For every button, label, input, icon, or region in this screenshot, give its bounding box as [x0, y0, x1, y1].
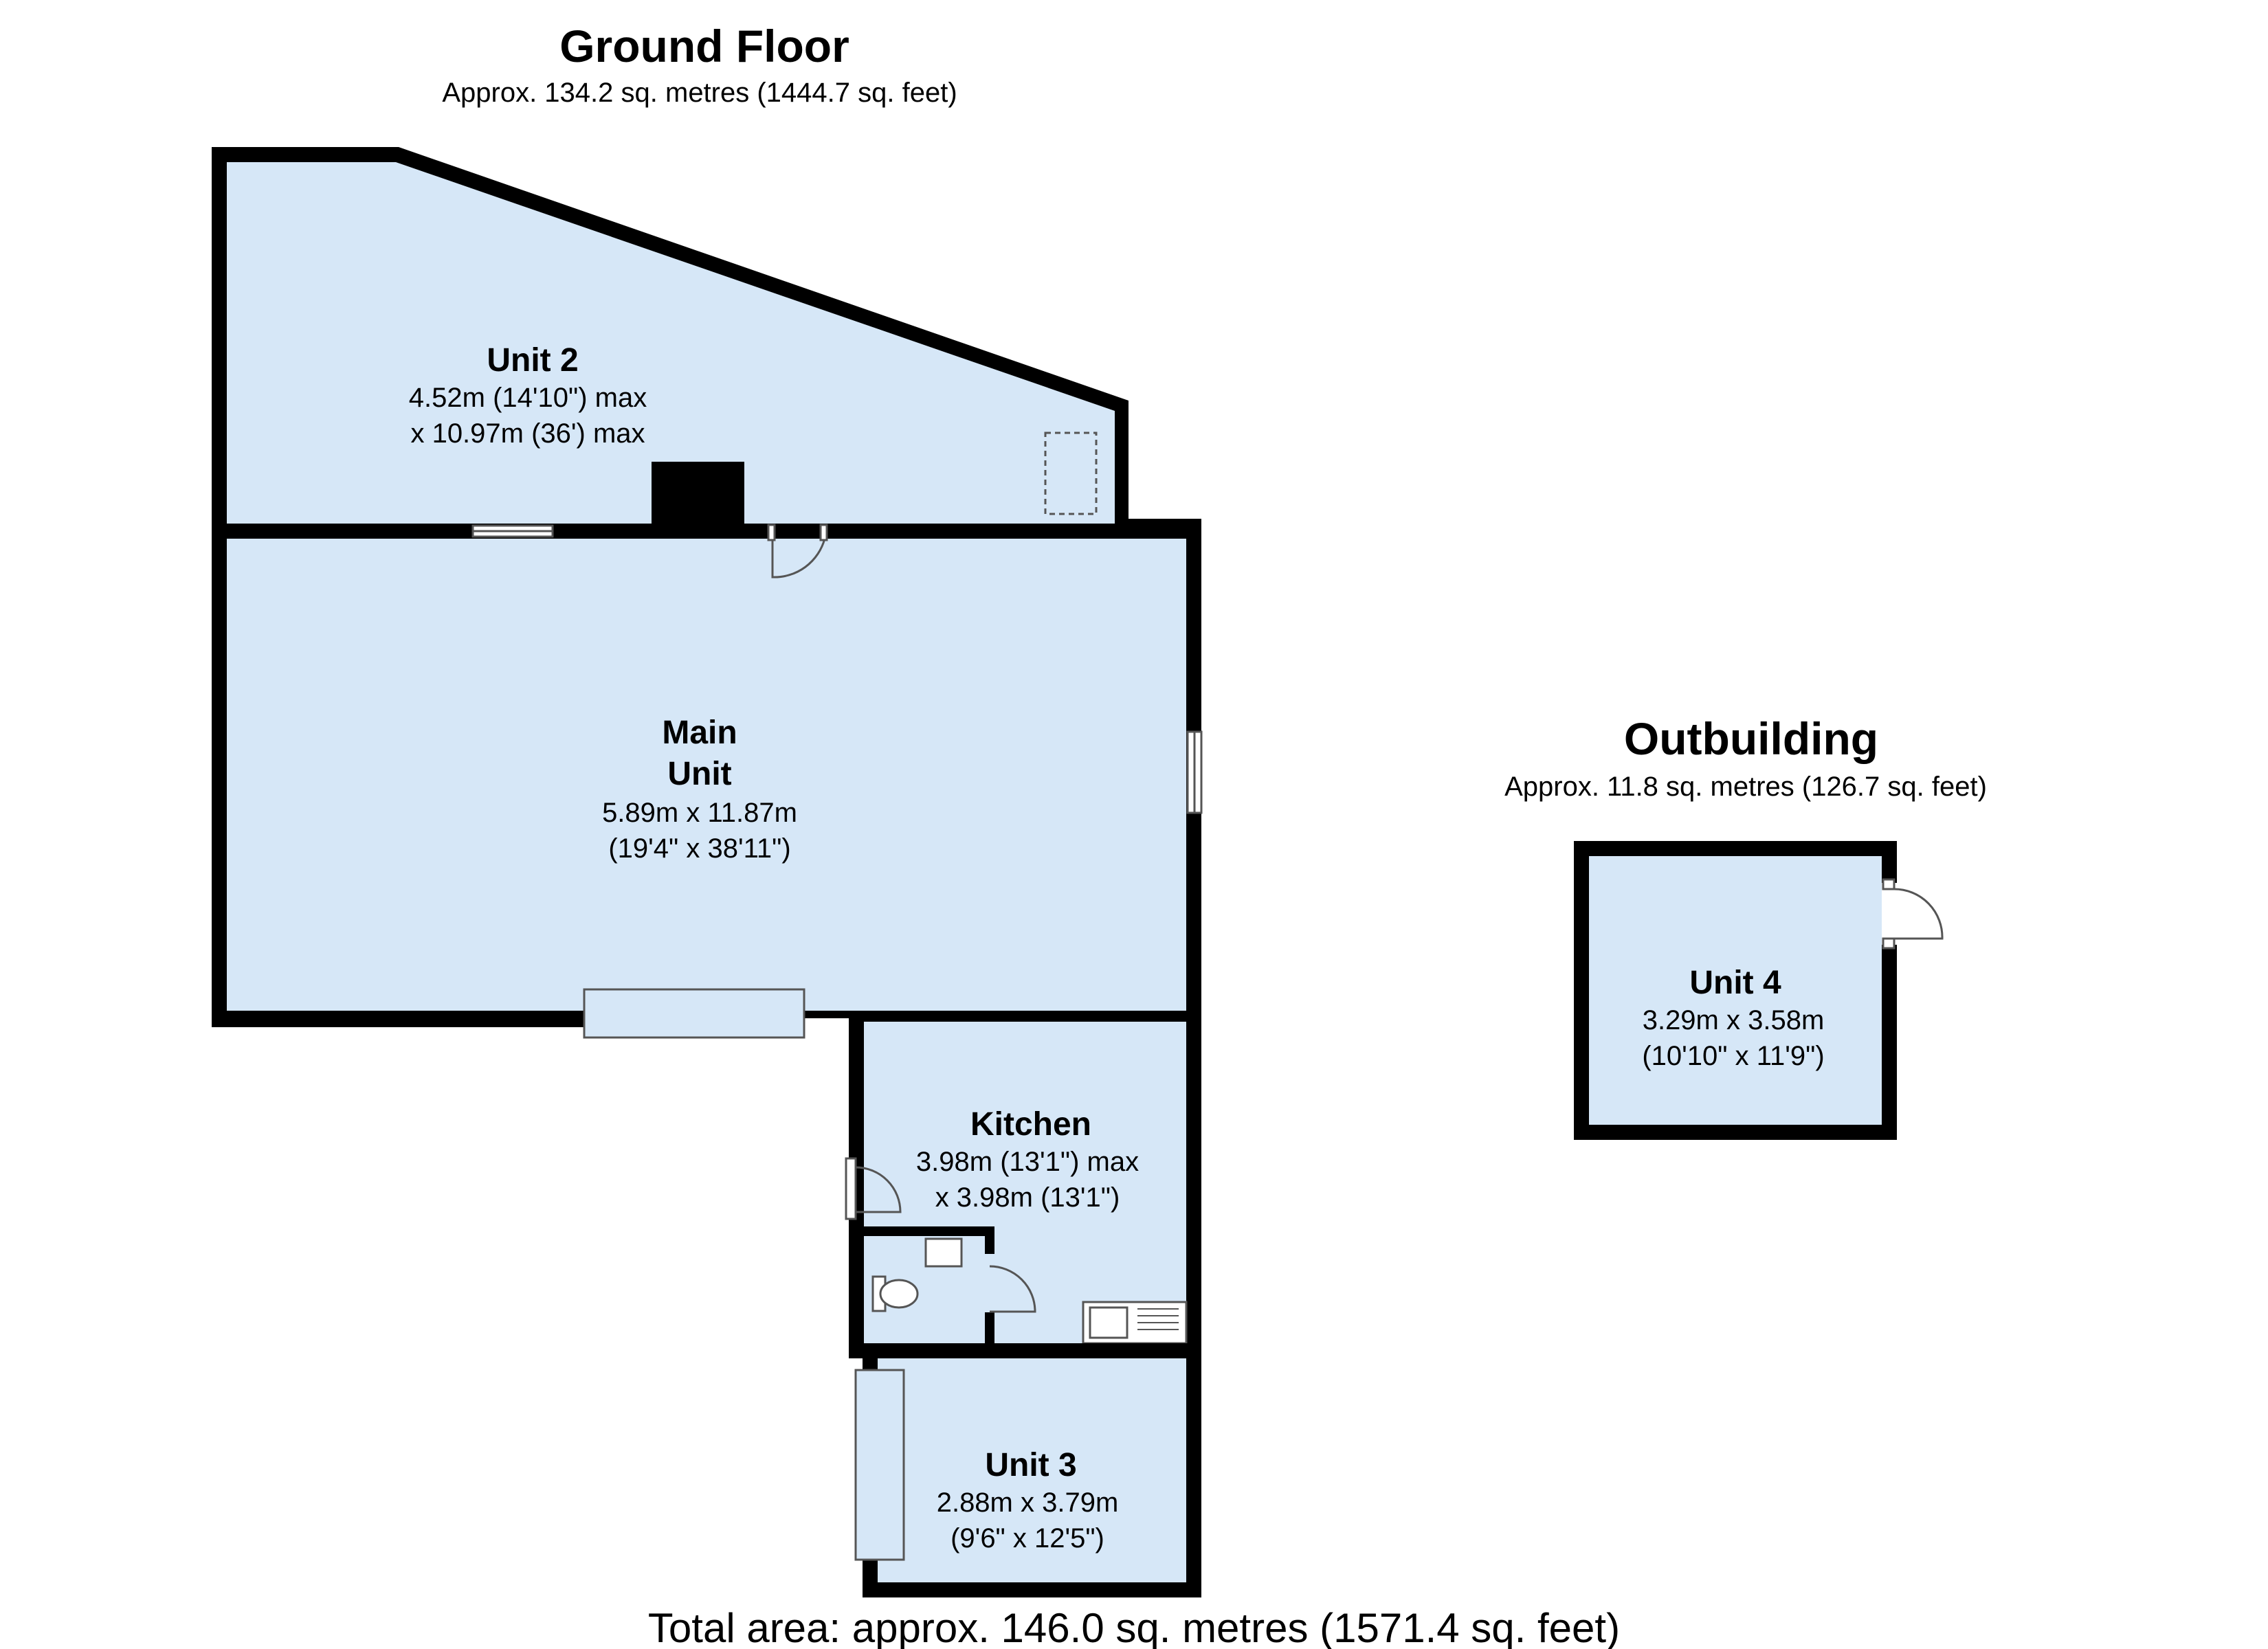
main-unit-dim1: 5.89m x 11.87m: [602, 798, 797, 828]
unit4-dim1: 3.29m x 3.58m: [1643, 1005, 1825, 1035]
unit4-name: Unit 4: [1689, 965, 1781, 1001]
unit4-label: Unit 4 3.29m x 3.58m (10'10" x 11'9"): [1642, 965, 1824, 1071]
kitchen-label: Kitchen 3.98m (13'1") max x 3.98m (13'1"…: [916, 1106, 1139, 1213]
bay-window: [583, 988, 805, 1039]
unit4-dim2: (10'10" x 11'9"): [1642, 1041, 1824, 1071]
unit4-door: [1893, 888, 1944, 940]
main-unit-dim2: (19'4" x 38'11"): [608, 833, 790, 864]
outbuilding-area: Approx. 11.8 sq. metres (126.7 sq. feet): [1504, 772, 1987, 802]
ground-floor-area: Approx. 134.2 sq. metres (1444.7 sq. fee…: [442, 78, 957, 108]
partition-door: [771, 538, 826, 579]
unit2-room: [227, 162, 1115, 524]
outbuilding-title: Outbuilding: [1624, 713, 1878, 764]
kitchen-side-door-frame: [845, 1157, 857, 1220]
kitchen-side-door: [855, 1166, 902, 1213]
total-area: Total area: approx. 146.0 sq. metres (15…: [648, 1605, 1620, 1649]
main-unit-label: Main Unit 5.89m x 11.87m (19'4" x 38'11"…: [602, 715, 797, 864]
unit3-name: Unit 3: [985, 1447, 1076, 1483]
unit3-label: Unit 3 2.88m x 3.79m (9'6" x 12'5"): [937, 1447, 1119, 1553]
wc-basin: [924, 1237, 963, 1268]
ground-floor-title: Ground Floor: [559, 21, 849, 71]
ground-floor-plan: [212, 147, 1203, 1597]
unit3-dim2: (9'6" x 12'5"): [950, 1523, 1104, 1553]
main-unit-name2: Unit: [667, 756, 731, 792]
wc-toilet: [879, 1279, 919, 1309]
unit3-room: [878, 1358, 1186, 1582]
unit2-name: Unit 2: [487, 342, 578, 379]
kitchen-dim2: x 3.98m (13'1"): [935, 1182, 1120, 1213]
unit2-label: Unit 2 4.52m (14'10") max x 10.97m (36')…: [409, 342, 647, 449]
kitchen-unit3-wall: [849, 1343, 1201, 1358]
unit2-dim1: 4.52m (14'10") max: [409, 383, 647, 413]
unit2-dim2: x 10.97m (36') max: [410, 418, 645, 449]
outbuilding-plan: [1574, 841, 1944, 1140]
main-unit-name1: Main: [662, 715, 737, 751]
main-unit-room: [227, 539, 1186, 1011]
unit4-room: [1589, 856, 1882, 1125]
wc-door: [989, 1265, 1036, 1313]
skylight: [1044, 431, 1098, 515]
chimney-wall: [652, 462, 742, 475]
partition-wall: [227, 524, 652, 539]
unit3-window: [854, 1369, 905, 1561]
kitchen-name: Kitchen: [970, 1106, 1091, 1143]
kitchen-dim1: 3.98m (13'1") max: [916, 1147, 1139, 1177]
unit3-dim1: 2.88m x 3.79m: [937, 1488, 1119, 1518]
